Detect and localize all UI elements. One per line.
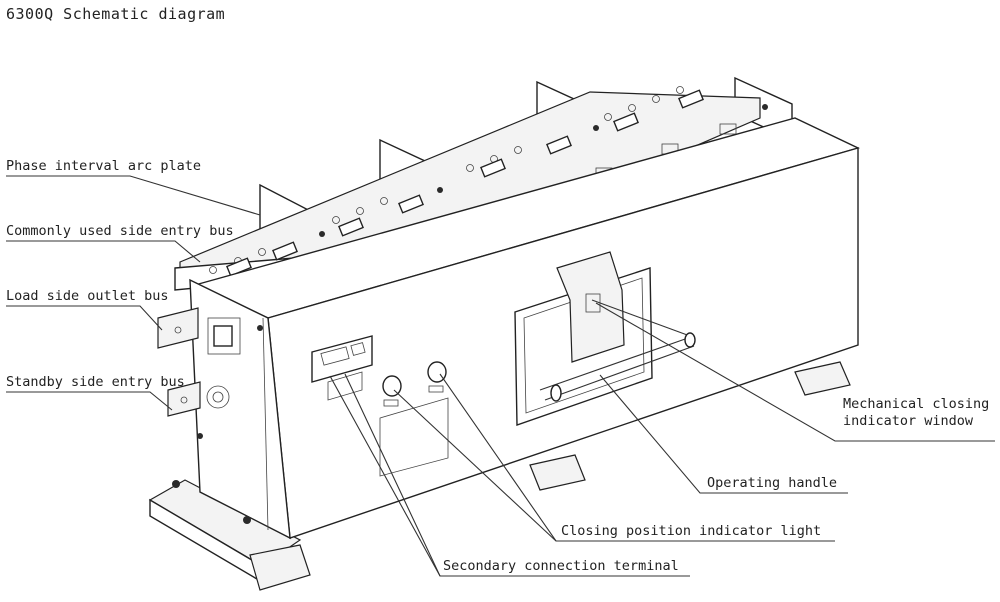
label-phase-interval-arc-plate: Phase interval arc plate [6, 158, 201, 174]
label-operating-handle: Operating handle [707, 475, 837, 491]
label-load-side-outlet-bus: Load side outlet bus [6, 288, 169, 304]
terminal-block [311, 335, 373, 401]
diagram-title: 6300Q Schematic diagram [6, 5, 226, 23]
side-bus-bars [157, 307, 201, 417]
handle-assembly [514, 251, 696, 426]
base-feet [148, 361, 851, 591]
end-panel-details [172, 317, 263, 524]
label-closing-position-indicator-light: Closing position indicator light [561, 523, 821, 539]
indicator-lights [379, 361, 449, 477]
label-mechanical-closing-line1: Mechanical closing [843, 396, 989, 412]
label-standby-side-entry-bus: Standby side entry bus [6, 374, 185, 390]
label-mechanical-closing-line2: indicator window [843, 413, 974, 429]
leader-lines [6, 175, 995, 577]
label-commonly-used-side-entry-bus: Commonly used side entry bus [6, 223, 234, 239]
label-secondary-connection-terminal: Secondary connection terminal [443, 558, 679, 574]
